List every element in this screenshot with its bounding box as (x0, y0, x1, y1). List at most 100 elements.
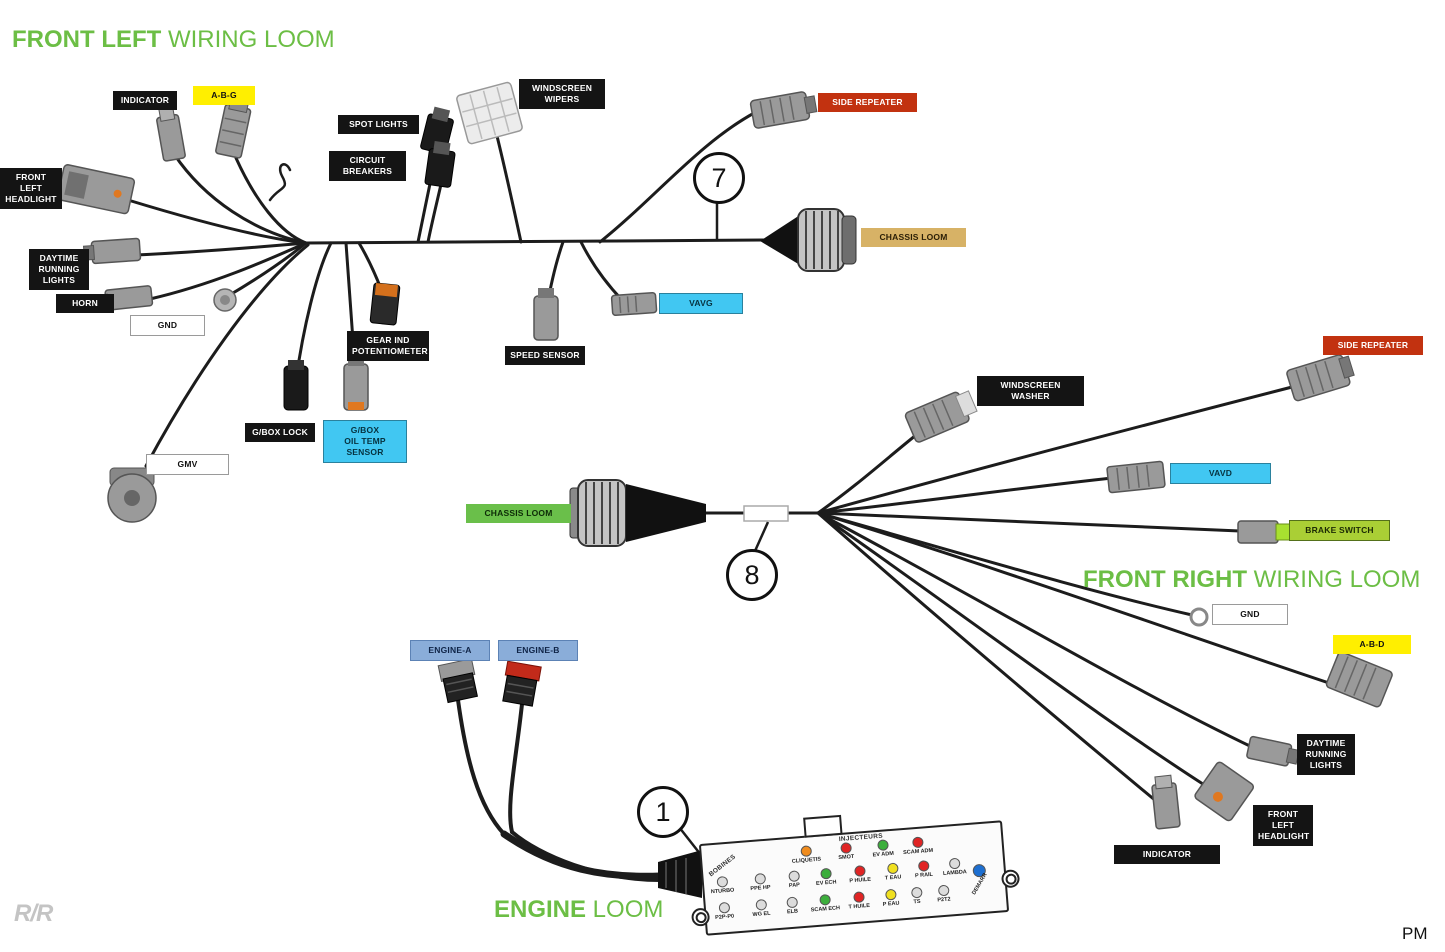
pin-label: PAP (788, 882, 801, 890)
front-right-wires (704, 384, 1334, 808)
pin-label: NTURBO (710, 887, 735, 896)
label-indicator-fl: INDICATOR (113, 91, 177, 111)
pin-label: P2P-P0 (714, 913, 735, 922)
brake-switch-connector (1237, 520, 1291, 544)
ecu-pin-nturbo: NTURBO (705, 875, 740, 896)
gnd-connector-fl (213, 288, 237, 312)
ecu-pin-p2p-p0: P2P-P0 (707, 901, 742, 922)
pin-dot (852, 891, 865, 904)
pin-label: PPE HP (750, 884, 771, 893)
engine-title-bold: ENGINE (494, 896, 587, 923)
pin-dot (818, 893, 831, 906)
speed-sensor-connector (533, 288, 559, 341)
ecu-pin-ppe-hp: PPE HP (742, 872, 777, 893)
vavd-connector (1106, 460, 1166, 494)
pin-label: SMOT (838, 853, 855, 862)
rr-logo: R/R (14, 900, 53, 927)
pin-label: TS (913, 898, 921, 906)
front-left-title-rest: WIRING LOOM (161, 26, 335, 53)
label-gbox-lock: G/BOX LOCK (245, 423, 315, 443)
label-abd: A-B-D (1333, 635, 1411, 655)
pin-dot (853, 865, 866, 877)
ecu-pin-demarr: DEMARR (961, 863, 997, 896)
pin-dot (787, 870, 800, 883)
pin-dot (937, 884, 950, 897)
windscreen-washer-connector (904, 390, 978, 443)
pin-dot (917, 860, 930, 872)
gbox-oil-temp-connector (343, 356, 369, 411)
side-repeater-connector-fr (1286, 354, 1355, 402)
engine-b-connector (502, 660, 542, 707)
label-gbox-oil-temp: G/BOX OIL TEMP SENSOR (323, 420, 407, 464)
label-front-left-headlight-fr: FRONT LEFT HEADLIGHT (1253, 805, 1313, 847)
chassis-loom-connector-fl (760, 208, 857, 272)
vavg-connector (610, 291, 658, 317)
pin-label: P EAU (882, 900, 900, 908)
callout-8: 8 (726, 549, 778, 601)
pin-label: P RAIL (914, 871, 934, 880)
pin-label: ELB (786, 908, 799, 916)
label-side-repeater-fr: SIDE REPEATER (1323, 336, 1423, 356)
pin-dot (819, 867, 832, 880)
engine-a-connector (437, 658, 478, 704)
callout-lines (678, 201, 770, 856)
abg-connector (215, 96, 252, 159)
label-side-repeater-fl: SIDE REPEATER (818, 93, 917, 113)
abd-connector (1325, 651, 1393, 708)
pin-dot (948, 857, 961, 870)
label-speed-sensor: SPEED SENSOR (505, 346, 585, 366)
pin-dot (876, 839, 889, 852)
ecu-pin-wg-el: WG EL (743, 898, 778, 919)
front-left-title-bold: FRONT LEFT (12, 26, 162, 53)
label-drl-fr: DAYTIME RUNNING LIGHTS (1297, 734, 1355, 776)
ecu-pin-t-eau: T EAU (875, 862, 910, 883)
author-initials: PM (1402, 924, 1428, 943)
circuit-breakers-connector (424, 141, 456, 188)
engine-title-rest: LOOM (586, 896, 664, 923)
ecu-pin-t-huile: T HUILE (841, 890, 876, 911)
pin-dot (884, 888, 897, 901)
pin-label: EV ECH (815, 879, 837, 887)
label-gnd-fr: GND (1212, 604, 1288, 626)
label-windscreen-washer: WINDSCREEN WASHER (977, 376, 1084, 407)
pin-dot (799, 845, 812, 858)
ecu-pin-scam-ech: SCAM ECH (807, 893, 842, 914)
ecu-pin-scam-adm: SCAM ADM (900, 836, 935, 857)
pin-label: P2T2 (937, 896, 951, 904)
label-chassis-loom-fr: CHASSIS LOOM (466, 504, 571, 524)
pin-label: WG EL (752, 910, 771, 919)
pin-dot (911, 836, 924, 849)
label-horn: HORN (56, 294, 114, 314)
daytime-running-lights-connector-fr (1246, 735, 1300, 767)
pin-label: SCAM ADM (902, 847, 934, 857)
label-gmv: GMV (146, 454, 229, 476)
daytime-running-lights-connector-fl (82, 237, 142, 265)
ecu-pin-cliquetis: CLIQUETIS (788, 844, 823, 865)
ecu-pin-p-huile: P HUILE (842, 864, 877, 885)
label-gnd-fl: GND (130, 315, 205, 337)
ecu-top-tab (803, 814, 843, 838)
loom-sleeve (743, 505, 789, 522)
windscreen-wipers-connector (456, 81, 523, 145)
pin-label: CLIQUETIS (791, 856, 822, 865)
label-chassis-loom-fl: CHASSIS LOOM (861, 228, 966, 248)
label-front-left-headlight: FRONT LEFT HEADLIGHT (0, 168, 62, 210)
gear-ind-pot-connector (369, 282, 401, 326)
pin-dot (715, 875, 728, 888)
gbox-lock-connector (283, 360, 309, 411)
label-windscreen-wipers: WINDSCREEN WIPERS (519, 79, 605, 110)
ecu-pin-pap: PAP (776, 869, 811, 890)
pin-dot (910, 886, 923, 899)
pin-label: SCAM ECH (810, 905, 841, 914)
ecu-pin-smot: SMOT (828, 841, 863, 862)
front-right-title: FRONT RIGHT WIRING LOOM (1083, 566, 1420, 594)
pin-dot (785, 896, 798, 909)
front-right-title-rest: WIRING LOOM (1246, 566, 1421, 593)
pin-dot (839, 842, 852, 854)
label-circuit-breakers: CIRCUIT BREAKERS (329, 151, 406, 182)
engine-loom-wires (456, 698, 664, 882)
indicator-connector-fr (1151, 774, 1181, 830)
pin-label: P HUILE (849, 876, 872, 885)
